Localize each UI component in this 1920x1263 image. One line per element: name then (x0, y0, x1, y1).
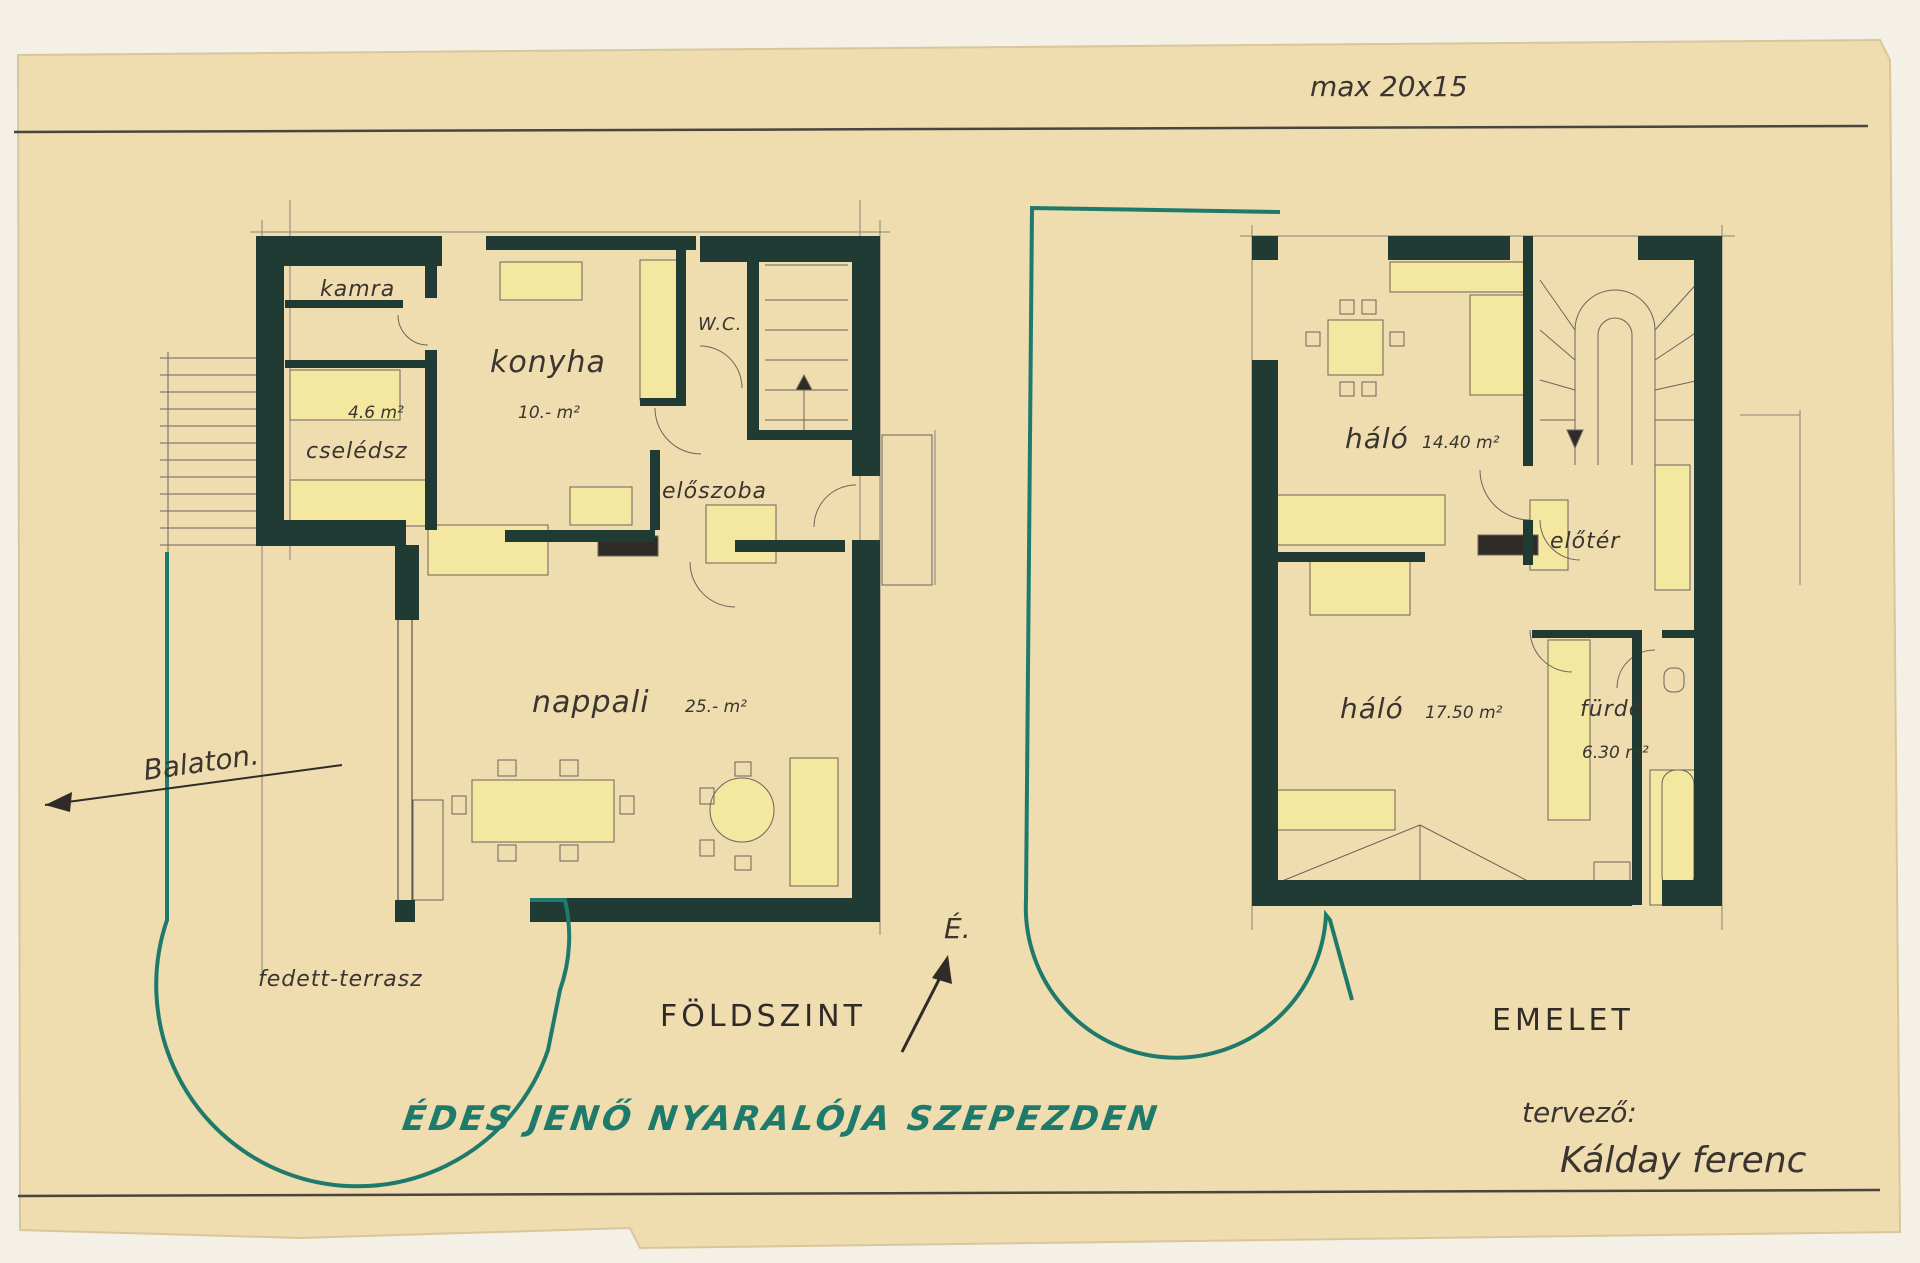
balaton-arrow-icon (45, 792, 72, 812)
ground-window-lines (397, 620, 413, 900)
north-label: É. (944, 911, 971, 945)
upper-floor-plan: háló 14.40 m² előtér háló 17.50 m² fürdő… (1023, 205, 1801, 1060)
upper-partition-walls (1275, 236, 1702, 905)
room-label-terrasz: fedett-terrasz (258, 967, 423, 992)
ground-furniture-details (160, 264, 933, 901)
size-note: max 20x15 (1310, 70, 1468, 103)
room-label-eloszoba: előszoba (662, 479, 767, 504)
room-label-kamra: kamra (320, 277, 395, 302)
site-outline (1023, 205, 1354, 1060)
room-area-furdo: 6.30 m² (1582, 743, 1649, 763)
ground-floor-label: FÖLDSZINT (660, 998, 866, 1034)
ground-outer-walls (256, 236, 880, 922)
room-area-halo1: 14.40 m² (1422, 433, 1500, 453)
room-label-nappali: nappali (532, 685, 650, 720)
room-area-cseledsz: 4.6 m² (348, 403, 404, 423)
frame-bottom-line (17, 1188, 1881, 1198)
room-label-halo1: háló (1345, 422, 1409, 455)
room-label-eloter: előtér (1550, 529, 1621, 554)
designer-signature: Kálday ferenc (1560, 1140, 1807, 1181)
room-label-cseledsz: cselédsz (306, 439, 408, 464)
upper-floor-label: EMELET (1492, 1003, 1634, 1038)
ground-furniture (289, 259, 839, 887)
upper-furniture-details (1259, 279, 1701, 891)
north-arrow: É. (900, 911, 971, 1053)
room-area-halo2: 17.50 m² (1425, 703, 1503, 723)
upper-outer-walls (1252, 236, 1722, 906)
terrace-outline (154, 552, 572, 1189)
designer-label: tervező: (1522, 1096, 1637, 1129)
room-label-konyha: konyha (490, 345, 606, 380)
paper-sheet (16, 38, 1902, 1250)
room-area-konyha: 10.- m² (518, 403, 580, 423)
ground-partition-walls (285, 236, 855, 552)
room-label-wc: W.C. (698, 314, 742, 335)
drawing-title: ÉDES JENŐ NYARALÓJA SZEPEZDEN (400, 1098, 1162, 1139)
frame-top-line (13, 124, 1869, 134)
north-arrow-icon (932, 955, 952, 984)
room-area-nappali: 25.- m² (685, 697, 747, 717)
room-label-halo2: háló (1340, 692, 1404, 725)
ground-floor-plan: kamra konyha 10.- m² W.C. 4.6 m² cseléds… (154, 200, 936, 1189)
room-label-furdo: fürdő (1580, 697, 1643, 722)
